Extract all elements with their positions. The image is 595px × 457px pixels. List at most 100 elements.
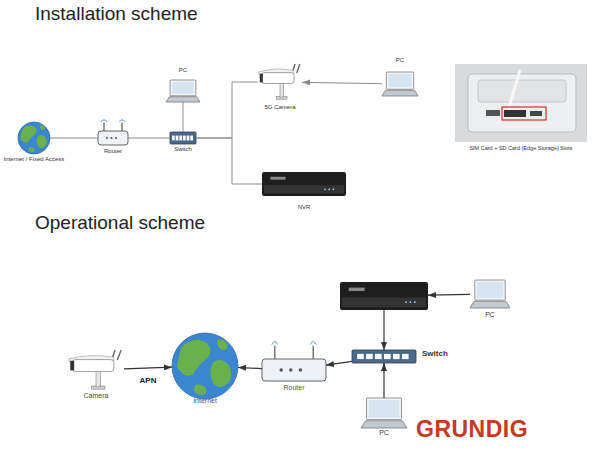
device-node: 5G Camera xyxy=(258,64,302,100)
photo-background xyxy=(455,64,587,142)
device-label: NVR xyxy=(284,204,324,211)
router-led xyxy=(299,368,303,372)
laptop-display xyxy=(477,282,503,298)
nvr-front xyxy=(342,297,426,307)
camera-body xyxy=(72,360,113,372)
globe-land-patch xyxy=(177,340,211,376)
photo-panel xyxy=(468,74,576,132)
wifi-wave xyxy=(310,341,316,344)
device-node: PC xyxy=(382,72,418,96)
laptop-base xyxy=(470,301,510,308)
photo-slot xyxy=(530,111,542,116)
device-node: PC xyxy=(166,80,200,102)
flow-arrow xyxy=(326,361,352,365)
globe-land-patch xyxy=(20,125,36,142)
nvr-led xyxy=(414,301,416,303)
router-body xyxy=(98,131,128,145)
device-node: PC xyxy=(470,280,510,308)
router-led xyxy=(289,368,293,372)
camera-antenna xyxy=(117,350,121,360)
photo-caption: SIM Card + SD Card (Edge Storage) Slots xyxy=(452,145,590,151)
device-label: PC xyxy=(163,67,203,74)
switch-port xyxy=(375,354,382,359)
device-label: Switch xyxy=(422,350,472,359)
device-node: NVR xyxy=(262,172,346,196)
photo-slot xyxy=(504,110,526,117)
camera-lens xyxy=(260,74,263,83)
flow-arrow xyxy=(383,310,384,350)
device-label: 5G Camera xyxy=(250,104,310,111)
nvr-led xyxy=(328,188,330,190)
photo-cover xyxy=(478,80,566,102)
laptop-display xyxy=(388,74,411,87)
device-icon xyxy=(18,122,50,154)
wifi-wave xyxy=(272,341,278,344)
flow-arrow xyxy=(238,367,262,368)
device-label: Router xyxy=(264,384,324,392)
device-icon xyxy=(470,280,510,308)
switch-body xyxy=(170,132,196,144)
device-icon xyxy=(98,131,128,145)
network-cable xyxy=(196,138,262,184)
photo-highlight xyxy=(502,107,546,120)
device-label: Internet / Fixed Access xyxy=(0,156,74,163)
device-icon xyxy=(166,80,200,102)
network-cable xyxy=(50,138,98,139)
switch-port xyxy=(183,136,186,141)
router-led xyxy=(106,137,108,139)
globe-land-patch xyxy=(217,340,228,351)
globe-land xyxy=(20,125,46,152)
globe-land-patch xyxy=(37,135,47,148)
nvr-led xyxy=(324,188,326,190)
device-label: PC xyxy=(359,429,409,437)
scheme-title: Operational scheme xyxy=(35,213,205,234)
wifi-wave xyxy=(101,120,107,122)
router-antenna xyxy=(313,346,314,359)
globe-land-patch xyxy=(40,125,45,130)
nvr-body xyxy=(262,172,346,196)
laptop-base xyxy=(382,90,418,96)
device-node: PC xyxy=(361,398,407,428)
device-icon xyxy=(258,64,302,100)
nvr-led xyxy=(405,301,407,303)
laptop-screen xyxy=(170,80,196,96)
camera-mount xyxy=(96,370,100,387)
network-cable xyxy=(183,102,184,132)
camera-antenna xyxy=(297,64,300,73)
switch-port xyxy=(402,354,409,359)
laptop-display xyxy=(369,400,400,418)
wifi-wave xyxy=(119,120,125,122)
device-node: Internet / Fixed Access xyxy=(18,122,50,154)
device-node: Router xyxy=(98,131,128,145)
laptop-screen xyxy=(367,398,402,420)
router-led xyxy=(110,137,112,139)
laptop-base xyxy=(166,97,200,102)
device-icon xyxy=(262,172,346,196)
scheme-title: Installation scheme xyxy=(35,4,198,25)
nvr-body xyxy=(340,282,428,310)
nvr-front xyxy=(264,185,344,193)
nvr-led xyxy=(333,188,335,190)
device-icon xyxy=(172,333,238,399)
flow-arrow xyxy=(302,82,382,83)
switch-port xyxy=(366,354,373,359)
laptop-display xyxy=(172,82,194,94)
device-node: Camera xyxy=(68,350,124,390)
network-cable xyxy=(128,138,170,139)
device-node: Switch xyxy=(352,350,416,363)
globe-land-patch xyxy=(194,384,206,395)
router-antenna xyxy=(121,123,122,131)
flow-arrow xyxy=(124,367,172,369)
router-antenna xyxy=(103,123,104,131)
camera-mount xyxy=(280,82,284,97)
device-icon xyxy=(382,72,418,96)
nvr-led xyxy=(410,301,412,303)
device-label: Camera xyxy=(66,392,126,400)
switch-port xyxy=(179,136,182,141)
laptop-screen xyxy=(475,280,505,300)
brand-logo: GRUNDIG xyxy=(416,417,528,442)
camera-body xyxy=(262,73,295,84)
device-label: PC xyxy=(465,311,515,319)
nvr-logo xyxy=(270,177,285,180)
